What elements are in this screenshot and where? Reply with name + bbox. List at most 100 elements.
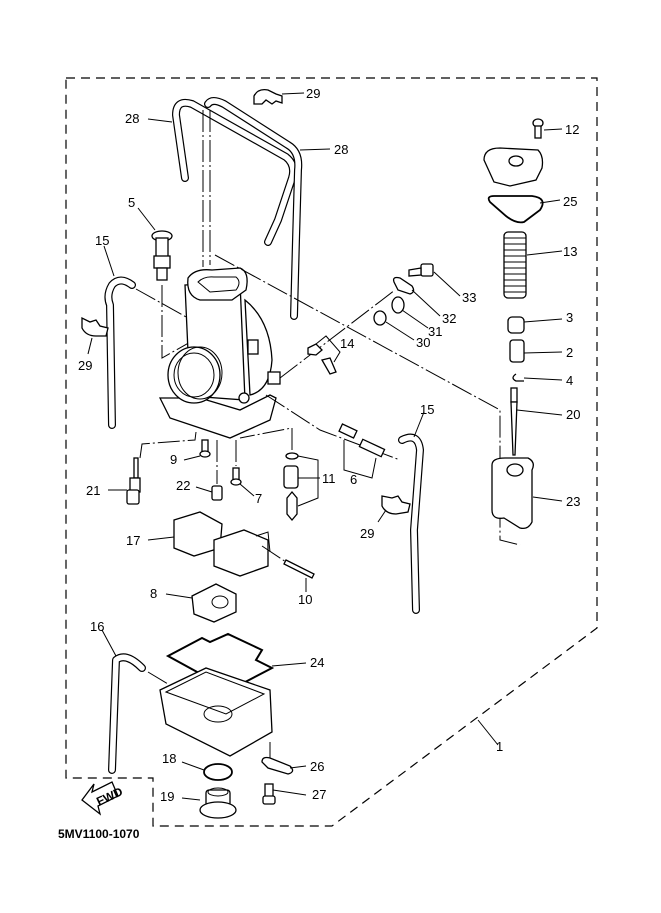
callout-28-right: 28 <box>334 142 348 157</box>
carburetor-body <box>158 267 281 439</box>
fwd-arrow-icon: FWD <box>81 781 125 816</box>
leader-2 <box>523 351 563 354</box>
fitting-guide-line <box>279 289 396 379</box>
leader-30 <box>385 321 415 341</box>
clamp-29-top <box>253 88 283 105</box>
callout-30: 30 <box>416 335 430 350</box>
leader-8 <box>165 593 193 599</box>
callout-9: 9 <box>170 452 177 467</box>
callout-11: 11 <box>322 471 336 486</box>
leader-20 <box>516 409 563 416</box>
leader-26 <box>289 765 307 769</box>
leader-22 <box>195 486 213 493</box>
pilot-jet-22 <box>211 485 223 501</box>
callout-21: 21 <box>86 483 100 498</box>
leader-12 <box>543 128 563 131</box>
needle-holder-2 <box>509 339 525 363</box>
float-17 <box>173 511 271 577</box>
callout-2: 2 <box>566 345 573 360</box>
o-ring-18 <box>203 763 233 781</box>
callout-23: 23 <box>566 494 580 509</box>
plunger-5 <box>151 230 173 281</box>
leader-15-left <box>103 245 115 277</box>
leader-1 <box>477 719 499 746</box>
float-bowl <box>159 667 273 757</box>
callout-24: 24 <box>310 655 324 670</box>
screw-9 <box>199 439 211 458</box>
gasket-25 <box>487 195 544 224</box>
part-8 <box>191 583 237 623</box>
screw-7 <box>230 467 242 486</box>
plug-19 <box>199 787 237 819</box>
leader-13 <box>526 250 563 256</box>
screw-12 <box>532 118 544 139</box>
screw-set-14 <box>307 343 337 375</box>
leader-29-right <box>377 509 387 523</box>
fitting-30 <box>373 310 387 326</box>
leader-32 <box>411 289 441 317</box>
leader-5 <box>137 207 156 231</box>
leader-14 <box>315 335 341 363</box>
leader-28-right <box>299 148 331 151</box>
screw-33 <box>408 263 434 277</box>
leader-24 <box>271 662 307 667</box>
callout-31: 31 <box>428 324 442 339</box>
callout-12: 12 <box>565 122 579 137</box>
hose-16 <box>108 653 146 774</box>
leader-33 <box>433 271 461 297</box>
leader-19 <box>181 797 201 801</box>
callout-29-left: 29 <box>78 358 92 373</box>
spring-13 <box>503 231 527 299</box>
callout-17: 17 <box>126 533 140 548</box>
leader-25 <box>539 199 561 204</box>
main-jet-21 <box>126 457 141 505</box>
callout-6: 6 <box>350 472 357 487</box>
callout-13: 13 <box>563 244 577 259</box>
leader-6 <box>343 440 377 479</box>
callout-15-right: 15 <box>420 402 434 417</box>
clamp-29-left <box>81 316 109 337</box>
needle-guide-line <box>214 254 521 546</box>
callout-20: 20 <box>566 407 580 422</box>
leader-11-bracket <box>297 455 319 507</box>
callout-33: 33 <box>462 290 476 305</box>
plate-26 <box>261 756 294 775</box>
callout-19: 19 <box>160 789 174 804</box>
callout-25: 25 <box>563 194 577 209</box>
hose-16-guide <box>147 671 169 685</box>
hose-28-left <box>172 98 298 246</box>
jet-needle-20 <box>510 387 518 456</box>
needle-valve-11 <box>283 452 299 522</box>
callout-10: 10 <box>298 592 312 607</box>
callout-18: 18 <box>162 751 176 766</box>
callout-3: 3 <box>566 310 573 325</box>
callout-5: 5 <box>128 195 135 210</box>
leader-9 <box>183 455 201 461</box>
leader-18 <box>181 761 205 771</box>
callout-26: 26 <box>310 759 324 774</box>
needle-cap-3 <box>507 316 525 334</box>
callout-22: 22 <box>176 478 190 493</box>
leader-29-top <box>281 92 305 95</box>
leader-27 <box>272 789 307 796</box>
leader-23 <box>532 496 563 502</box>
float-pin-guide <box>261 545 287 563</box>
callout-7: 7 <box>255 491 262 506</box>
needle-valve-guide <box>239 427 293 450</box>
hose-15-right <box>398 433 424 614</box>
callout-14: 14 <box>340 336 354 351</box>
leader-31 <box>401 309 429 329</box>
clip-4 <box>512 373 524 382</box>
leader-16 <box>101 629 117 657</box>
callout-16: 16 <box>90 619 104 634</box>
leader-17 <box>147 536 175 541</box>
callout-15-left: 15 <box>95 233 109 248</box>
callout-8: 8 <box>150 586 157 601</box>
leader-28-left <box>147 118 173 123</box>
callout-29-right: 29 <box>360 526 374 541</box>
fitting-31 <box>391 296 405 314</box>
drawing-code: 5MV1100-1070 <box>58 827 140 841</box>
callout-32: 32 <box>442 311 456 326</box>
callout-29-top: 29 <box>306 86 320 101</box>
